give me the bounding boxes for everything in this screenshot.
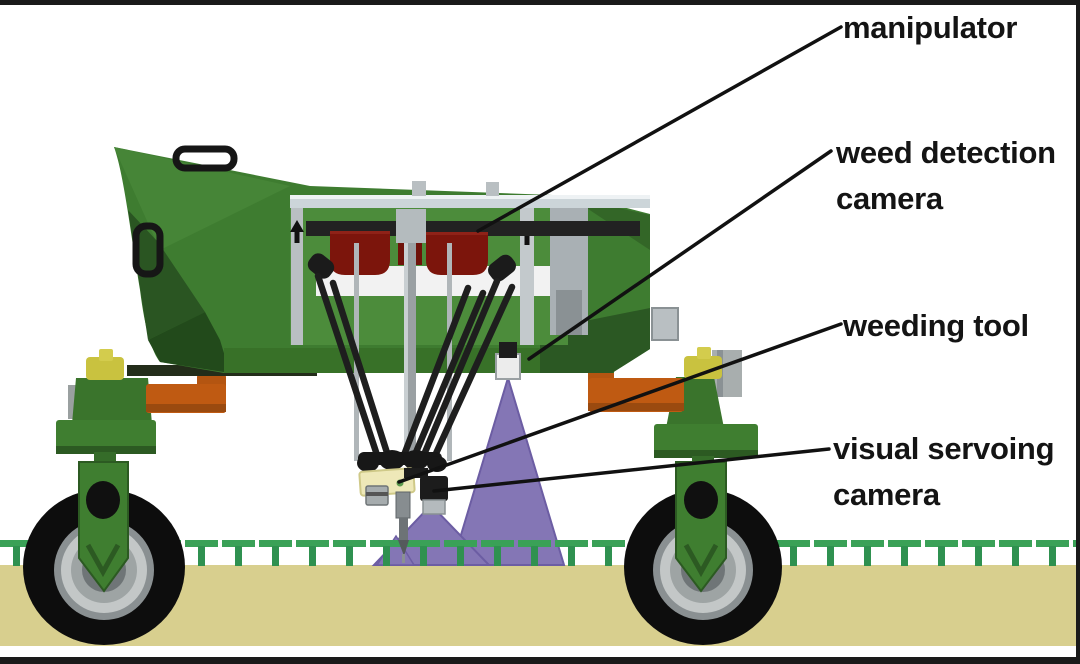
- right-axle: [588, 369, 684, 412]
- weeding-tool: [395, 491, 411, 563]
- right-wheel: [624, 347, 782, 645]
- label-visual-servoing-camera: visual servoing camera: [833, 431, 1055, 512]
- right-knob: [684, 356, 722, 379]
- fov-cone-large: [450, 374, 566, 566]
- top-handle: [172, 145, 238, 172]
- leader-lines: [397, 25, 843, 493]
- weed-detection-camera: [495, 342, 521, 380]
- weed-detection-leader-line: [527, 149, 833, 361]
- delta-arms: [314, 272, 516, 464]
- left-steer-block: [72, 378, 152, 424]
- left-fork-hole: [86, 481, 120, 519]
- weeding-tool-leader-line: [397, 322, 843, 484]
- delta-motor-right: [426, 232, 488, 275]
- delta-motor-left: [330, 231, 390, 275]
- manipulator-assembly: [306, 209, 640, 506]
- robot-body: [114, 145, 679, 373]
- label-weeding-tool: weeding tool: [843, 308, 1029, 343]
- front-handle: [132, 222, 164, 278]
- label-weed-detection-camera: weed detection camera: [836, 135, 1056, 216]
- rear-gray-box: [651, 307, 679, 341]
- left-up-arrow: [290, 220, 304, 243]
- visual-servoing-camera: [404, 468, 448, 515]
- left-wheel: [23, 349, 185, 645]
- left-knob: [86, 357, 124, 380]
- right-fork-hole: [684, 481, 718, 519]
- label-manipulator: manipulator: [843, 10, 1018, 45]
- visual-servoing-leader-line: [432, 447, 831, 493]
- tool-motor: [365, 485, 389, 506]
- manipulator-leader-line: [476, 25, 843, 233]
